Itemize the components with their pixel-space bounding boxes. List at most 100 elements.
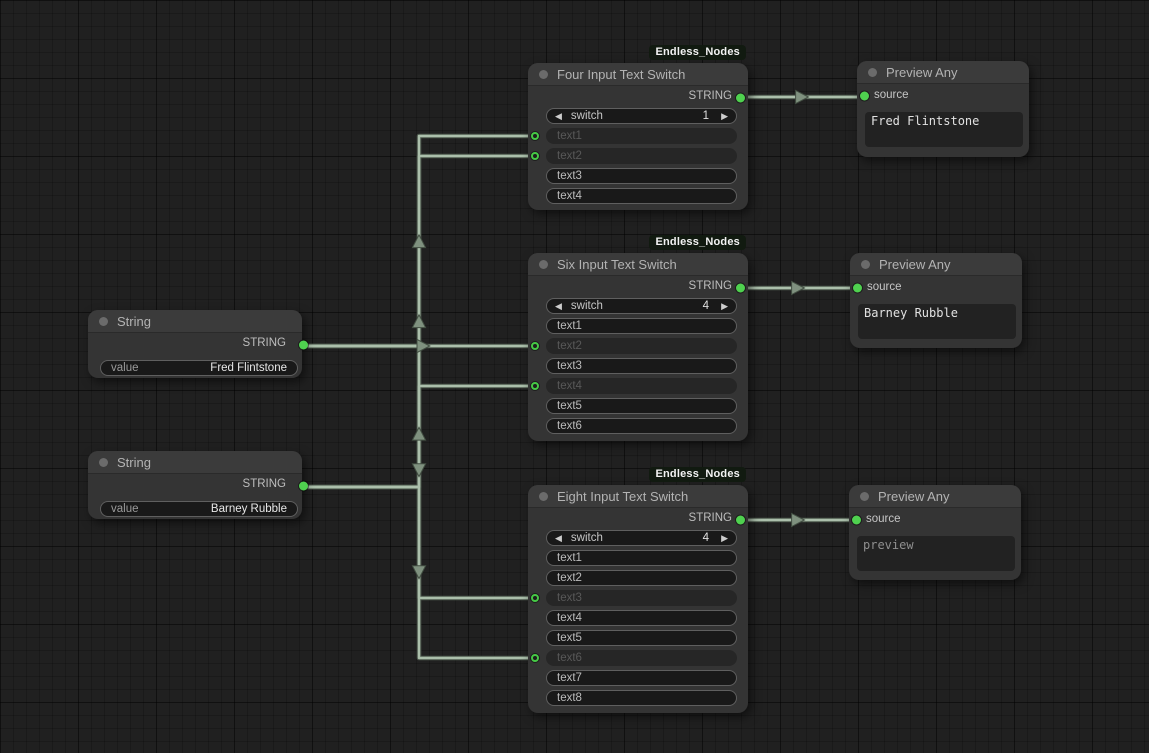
widget-value: Barney Rubble: [210, 503, 287, 515]
input-slot-row: source: [850, 276, 1022, 296]
stepper-prev-icon[interactable]: ◀: [555, 532, 562, 543]
node-badge: Endless_Nodes: [649, 235, 746, 250]
output-port[interactable]: [736, 283, 745, 293]
node-title-bar[interactable]: Preview Any: [849, 485, 1021, 508]
node-preview-any-3[interactable]: Preview Any source preview: [849, 485, 1021, 580]
widget-text4: text4: [531, 378, 737, 394]
collapse-dot-icon[interactable]: [539, 491, 548, 501]
input-slot-label: source: [866, 513, 901, 525]
widget-text2: text2: [531, 338, 737, 354]
widget-text3: text3: [531, 590, 737, 606]
widget-text3[interactable]: text3: [546, 358, 737, 374]
output-slot-label: STRING: [242, 478, 286, 490]
switch-stepper-widget[interactable]: ◀ switch 1 ▶: [546, 108, 737, 124]
node-preview-any-1[interactable]: Preview Any source Fred Flintstone: [857, 61, 1029, 157]
output-port[interactable]: [299, 481, 308, 491]
widget-text4[interactable]: text4: [546, 610, 737, 626]
node-title-bar[interactable]: Preview Any: [850, 253, 1022, 276]
output-slot-label: STRING: [688, 512, 732, 524]
node-eight-input-text-switch[interactable]: Endless_Nodes Eight Input Text Switch ST…: [528, 467, 748, 713]
node-title-bar[interactable]: Preview Any: [857, 61, 1029, 84]
preview-text-area[interactable]: preview: [857, 536, 1015, 571]
switch-stepper-widget[interactable]: ◀ switch 4 ▶: [546, 530, 737, 546]
collapse-dot-icon[interactable]: [860, 491, 869, 501]
collapse-dot-icon[interactable]: [861, 259, 870, 269]
node-string-1[interactable]: String STRING value Fred Flintstone: [88, 310, 308, 378]
preview-text-area[interactable]: Barney Rubble: [858, 304, 1016, 339]
node-title-bar[interactable]: Six Input Text Switch: [528, 253, 748, 276]
node-badge: Endless_Nodes: [649, 45, 746, 60]
output-slot-row: STRING: [528, 276, 748, 296]
widget-label: switch: [570, 300, 603, 312]
input-port[interactable]: [531, 342, 539, 350]
preview-text-area[interactable]: Fred Flintstone: [865, 112, 1023, 147]
widget-text2: text2: [531, 148, 737, 164]
widget-label: value: [111, 362, 139, 374]
widget-text1[interactable]: text1: [546, 318, 737, 334]
stepper-prev-icon[interactable]: ◀: [555, 300, 562, 311]
node-title-bar[interactable]: String: [88, 310, 302, 333]
output-slot-row: STRING: [88, 333, 308, 353]
collapse-dot-icon[interactable]: [99, 316, 108, 326]
node-title: Preview Any: [878, 488, 950, 504]
switch-stepper-widget[interactable]: ◀ switch 4 ▶: [546, 298, 737, 314]
input-port[interactable]: [531, 132, 539, 140]
widget-text6: text6: [531, 650, 737, 666]
node-badge: Endless_Nodes: [649, 467, 746, 482]
node-title: Preview Any: [886, 64, 958, 80]
output-port[interactable]: [736, 515, 745, 525]
input-port[interactable]: [531, 382, 539, 390]
widget-text7[interactable]: text7: [546, 670, 737, 686]
input-port[interactable]: [531, 152, 539, 160]
collapse-dot-icon[interactable]: [539, 69, 548, 79]
output-slot-row: STRING: [88, 474, 308, 494]
widget-text8[interactable]: text8: [546, 690, 737, 706]
widget-text1[interactable]: text1: [546, 550, 737, 566]
node-title-bar[interactable]: Eight Input Text Switch: [528, 485, 748, 508]
stepper-next-icon[interactable]: ▶: [721, 300, 728, 311]
node-title-bar[interactable]: String: [88, 451, 302, 474]
widget-text5[interactable]: text5: [546, 398, 737, 414]
widget-value: Fred Flintstone: [210, 362, 287, 374]
input-slot-label: source: [867, 281, 902, 293]
widget-text2[interactable]: text2: [546, 570, 737, 586]
input-port[interactable]: [860, 91, 869, 101]
input-port[interactable]: [531, 654, 539, 662]
node-title: Four Input Text Switch: [557, 66, 686, 82]
input-slot-row: source: [849, 508, 1021, 528]
output-slot-label: STRING: [242, 337, 286, 349]
output-slot-row: STRING: [528, 86, 748, 106]
output-port[interactable]: [736, 93, 745, 103]
node-six-input-text-switch[interactable]: Endless_Nodes Six Input Text Switch STRI…: [528, 235, 748, 441]
node-title-bar[interactable]: Four Input Text Switch: [528, 63, 748, 86]
node-string-2[interactable]: String STRING value Barney Rubble: [88, 451, 308, 519]
widget-label: switch: [570, 532, 603, 544]
value-text-widget[interactable]: value Barney Rubble: [100, 501, 298, 517]
node-four-input-text-switch[interactable]: Endless_Nodes Four Input Text Switch STR…: [528, 45, 748, 210]
stepper-prev-icon[interactable]: ◀: [555, 110, 562, 121]
input-port[interactable]: [531, 594, 539, 602]
widget-value: 4: [702, 532, 710, 544]
widget-text6[interactable]: text6: [546, 418, 737, 434]
value-text-widget[interactable]: value Fred Flintstone: [100, 360, 298, 376]
stepper-next-icon[interactable]: ▶: [721, 110, 728, 121]
node-title: String: [117, 454, 151, 470]
output-slot-row: STRING: [528, 508, 748, 528]
widget-text4[interactable]: text4: [546, 188, 737, 204]
widget-text5[interactable]: text5: [546, 630, 737, 646]
input-port[interactable]: [853, 283, 862, 293]
collapse-dot-icon[interactable]: [99, 457, 108, 467]
input-port[interactable]: [852, 515, 861, 525]
output-slot-label: STRING: [688, 90, 732, 102]
collapse-dot-icon[interactable]: [868, 67, 877, 77]
output-slot-label: STRING: [688, 280, 732, 292]
input-slot-row: source: [857, 84, 1029, 104]
output-port[interactable]: [299, 340, 308, 350]
node-title: Six Input Text Switch: [557, 256, 677, 272]
widget-text1: text1: [531, 128, 737, 144]
widget-text3[interactable]: text3: [546, 168, 737, 184]
node-preview-any-2[interactable]: Preview Any source Barney Rubble: [850, 253, 1022, 348]
collapse-dot-icon[interactable]: [539, 259, 548, 269]
stepper-next-icon[interactable]: ▶: [721, 532, 728, 543]
